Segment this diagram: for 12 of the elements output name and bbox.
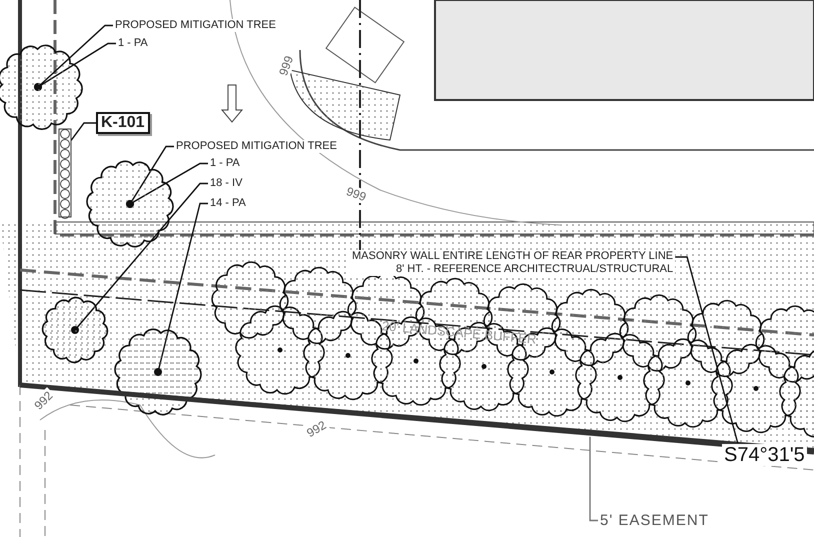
callout-tag: K-101 (96, 112, 150, 134)
shrub-symbol (43, 298, 107, 362)
tree-symbol (88, 162, 172, 246)
leader-note: PROPOSED MITIGATION TREE (174, 140, 339, 153)
leader-line (675, 256, 739, 444)
hedge-strip (58, 128, 72, 218)
buffer-label: 20' LANDSCAPE BUFFER (380, 318, 538, 347)
tree-symbol (0, 45, 80, 129)
leader-note: PROPOSED MITIGATION TREE (113, 19, 278, 32)
bearing-label: S74°31'5 (722, 444, 807, 466)
leader-line (589, 436, 598, 522)
shrub-symbol (116, 330, 200, 414)
